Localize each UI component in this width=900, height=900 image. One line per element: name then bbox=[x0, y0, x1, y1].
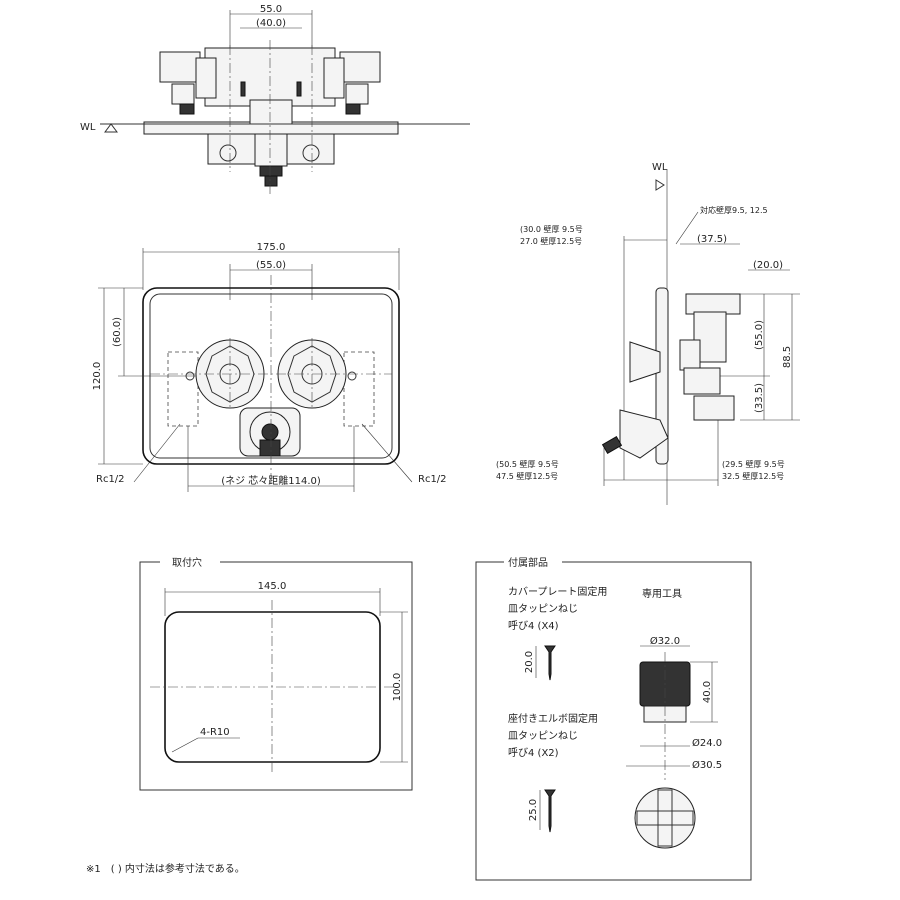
mount-hole-radius: 4-R10 bbox=[200, 727, 230, 738]
screw2-line1: 座付きエルボ固定用 bbox=[508, 712, 598, 725]
side-depth-a-2: 27.0 壁厚12.5号 bbox=[520, 236, 582, 246]
front-dim-height: 120.0 bbox=[92, 362, 103, 391]
front-view: 175.0 (55.0) 120.0 (60.0) bbox=[92, 242, 447, 492]
screw1-line3: 呼び4 (X4) bbox=[508, 620, 559, 632]
mount-hole-width: 145.0 bbox=[258, 581, 287, 592]
accessories-title: 付属部品 bbox=[508, 556, 548, 569]
side-wall-note: 対応壁厚9.5, 12.5 bbox=[700, 205, 768, 215]
top-wl-label: WL bbox=[80, 122, 96, 133]
side-dim-33: (33.5) bbox=[754, 383, 765, 413]
accessories-panel: 付属部品 カバープレート固定用 皿タッピンねじ 呼び4 (X4) 20.0 座付… bbox=[475, 555, 752, 881]
top-dim-outer: 55.0 bbox=[260, 4, 282, 15]
tool-title: 専用工具 bbox=[642, 588, 682, 600]
mount-hole-height: 100.0 bbox=[392, 673, 403, 702]
front-port-right: Rc1/2 bbox=[418, 474, 447, 485]
side-depth-b-2: 47.5 壁厚12.5号 bbox=[496, 471, 558, 481]
front-dim-width: 175.0 bbox=[257, 242, 286, 253]
front-dim-pitch: (55.0) bbox=[256, 260, 286, 271]
tool-diameter: Ø32.0 bbox=[650, 635, 680, 647]
screw1-line1: カバープレート固定用 bbox=[508, 585, 607, 598]
mount-hole-title: 取付穴 bbox=[172, 556, 202, 569]
side-dim-37: (37.5) bbox=[697, 234, 727, 245]
side-dim-88: 88.5 bbox=[782, 346, 793, 368]
side-view: WL 対応壁厚9.5, 12.5 (30.0 壁厚 9.5号 27.0 壁厚12… bbox=[496, 162, 800, 505]
front-port-left: Rc1/2 bbox=[96, 474, 125, 485]
top-dim-inner: (40.0) bbox=[256, 18, 286, 29]
screw2-line2: 皿タッピンねじ bbox=[508, 730, 578, 742]
side-dim-55: (55.0) bbox=[754, 320, 765, 350]
reference-note: ※1 ( ) 内寸法は参考寸法である。 bbox=[86, 862, 245, 875]
front-dim-center-height: (60.0) bbox=[112, 317, 123, 347]
side-depth-b-1: (50.5 壁厚 9.5号 bbox=[496, 459, 559, 469]
side-dim-20: (20.0) bbox=[753, 260, 783, 271]
side-depth-c-2: 32.5 壁厚12.5号 bbox=[722, 471, 784, 481]
screw1-line2: 皿タッピンねじ bbox=[508, 603, 578, 615]
side-depth-c-1: (29.5 壁厚 9.5号 bbox=[722, 459, 785, 469]
screw2-line3: 呼び4 (X2) bbox=[508, 747, 559, 759]
front-dim-thread-pitch: (ネジ 芯々距離114.0) bbox=[221, 474, 321, 487]
tool-dia-small: Ø24.0 bbox=[692, 737, 722, 749]
tool-height: 40.0 bbox=[702, 681, 713, 703]
top-view: 55.0 (40.0) WL bbox=[80, 4, 470, 195]
screw2-length: 25.0 bbox=[528, 799, 539, 821]
side-depth-a-1: (30.0 壁厚 9.5号 bbox=[520, 224, 583, 234]
mount-hole-panel: 取付穴 145.0 100.0 4-R10 bbox=[139, 555, 413, 791]
tool-dia-mid: Ø30.5 bbox=[692, 759, 722, 771]
screw1-length: 20.0 bbox=[524, 651, 535, 673]
side-wl-label: WL bbox=[652, 162, 668, 173]
